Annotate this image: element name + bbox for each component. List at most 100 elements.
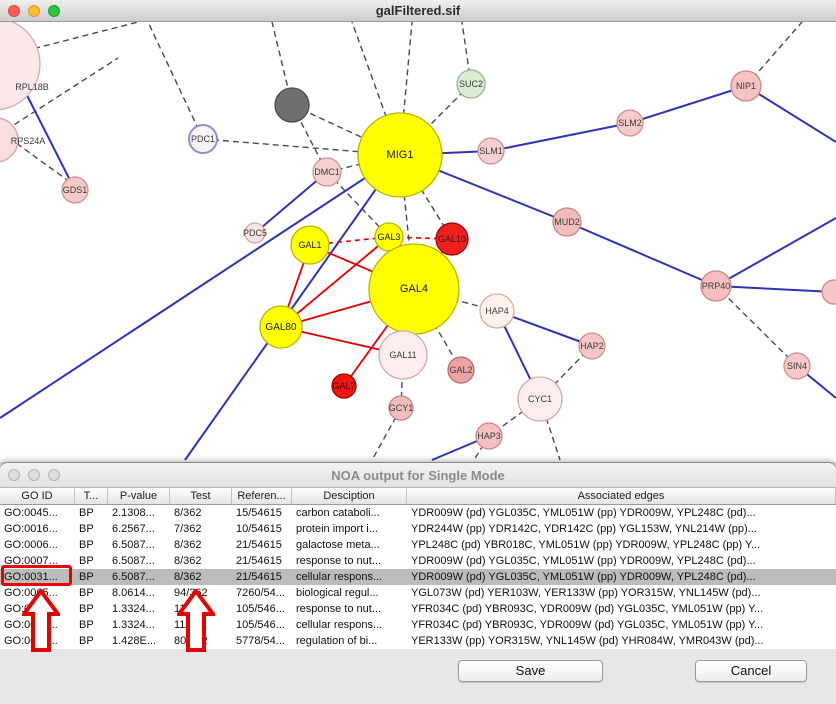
cell-edges: YFR034C (pd) YBR093C, YDR009W (pd) YGL03… — [411, 619, 764, 631]
network-node-GAL7[interactable]: GAL7 — [331, 373, 357, 399]
node-circle — [616, 109, 644, 137]
network-node-SLM2[interactable]: SLM2 — [616, 109, 644, 137]
network-node-DMC1[interactable]: DMC1 — [312, 157, 342, 187]
node-circle — [578, 332, 606, 360]
network-window-titlebar: galFiltered.sif — [0, 0, 836, 22]
network-edge — [254, 171, 328, 234]
cell-edges: YGL073W (pd) YER103W, YER133W (pp) YOR31… — [411, 587, 761, 599]
network-node-RPS24A[interactable]: RPS24A — [0, 117, 46, 163]
network-node-GDS1[interactable]: GDS1 — [61, 176, 89, 204]
network-edge — [280, 236, 390, 328]
column-header-type[interactable]: T... — [75, 488, 108, 504]
zoom-button[interactable] — [48, 4, 60, 17]
annotation-highlight-box — [1, 565, 72, 586]
zoom-button-inactive[interactable] — [48, 469, 60, 481]
column-header-reference[interactable]: Referen... — [232, 488, 292, 504]
network-node-HAP3[interactable]: HAP3 — [475, 422, 503, 450]
column-header-go_id[interactable]: GO ID — [0, 488, 75, 504]
network-node-HAP2[interactable]: HAP2 — [578, 332, 606, 360]
network-node-SIN4[interactable]: SIN4 — [783, 352, 811, 380]
cell-test: 8/362 — [174, 507, 202, 519]
network-node-big-pale[interactable]: RPL18B — [0, 22, 49, 111]
network-node-GAL11[interactable]: GAL11 — [378, 330, 428, 380]
network-node-PDC5[interactable]: PDC5 — [243, 222, 267, 244]
node-circle — [259, 305, 303, 349]
minimize-button[interactable] — [28, 4, 40, 17]
network-node-SUC2[interactable]: SUC2 — [456, 69, 486, 99]
network-node-label: HAP4 — [485, 306, 509, 316]
cell-reference: 5778/54... — [236, 635, 285, 647]
cell-reference: 10/54615 — [236, 523, 282, 535]
node-circle — [244, 222, 266, 244]
table-row[interactable]: GO:0050...BP1.428E...80/3625778/54...reg… — [0, 633, 836, 649]
network-node-label: GAL4 — [400, 283, 428, 295]
cell-type: BP — [79, 539, 94, 551]
cell-reference: 15/54615 — [236, 507, 282, 519]
network-node-label: GAL11 — [389, 350, 416, 360]
network-node-GAL2[interactable]: GAL2 — [447, 356, 475, 384]
network-node-HAP4[interactable]: HAP4 — [479, 293, 515, 329]
network-node-GCY1[interactable]: GCY1 — [388, 395, 414, 421]
column-header-description[interactable]: Desciption — [292, 488, 407, 504]
cell-description: cellular respons... — [296, 571, 383, 583]
cancel-button[interactable]: Cancel — [695, 660, 807, 682]
network-node-gray-node[interactable] — [274, 87, 310, 123]
close-button-inactive[interactable] — [8, 469, 20, 481]
column-header-edges[interactable]: Associated edges — [407, 488, 836, 504]
noa-window-title: NOA output for Single Mode — [331, 467, 505, 483]
minimize-button-inactive[interactable] — [28, 469, 40, 481]
network-node-label: HAP3 — [477, 431, 501, 441]
network-node-GAL4[interactable]: GAL4 — [368, 243, 460, 335]
network-node-SLM1[interactable]: SLM1 — [477, 137, 505, 165]
network-node-label: MUD2 — [554, 217, 580, 227]
network-window-title: galFiltered.sif — [375, 2, 461, 18]
network-node-label: PDC1 — [191, 134, 215, 144]
column-header-test[interactable]: Test — [170, 488, 232, 504]
network-node-label: RPS24A — [11, 136, 46, 146]
node-circle — [188, 124, 218, 154]
network-node-edge-node[interactable] — [821, 279, 836, 305]
network-node-CYC1[interactable]: CYC1 — [517, 376, 563, 422]
cell-reference: 21/54615 — [236, 555, 282, 567]
up-arrow-icon — [22, 589, 60, 652]
node-circle — [783, 352, 811, 380]
network-node-MIG1[interactable]: MIG1 — [357, 112, 443, 198]
network-node-label: SLM1 — [479, 146, 503, 156]
up-arrow-icon — [177, 589, 215, 652]
cell-edges: YDR009W (pd) YGL035C, YML051W (pp) YDR00… — [411, 571, 756, 583]
network-node-PRP40[interactable]: PRP40 — [700, 270, 732, 302]
cell-reference: 105/546... — [236, 619, 285, 631]
network-node-label: CYC1 — [528, 394, 552, 404]
network-node-GAL1[interactable]: GAL1 — [290, 225, 330, 265]
close-button[interactable] — [8, 4, 20, 17]
cell-reference: 7260/54... — [236, 587, 285, 599]
network-edge — [715, 217, 836, 287]
network-node-NIP1[interactable]: NIP1 — [730, 70, 762, 102]
cell-description: biological regul... — [296, 587, 379, 599]
column-header-p_value[interactable]: P-value — [108, 488, 170, 504]
network-node-label: GCY1 — [389, 403, 414, 413]
network-node-label: NIP1 — [736, 81, 756, 91]
network-node-GAL80[interactable]: GAL80 — [259, 305, 303, 349]
cell-p_value: 8.0614... — [112, 587, 155, 599]
network-edge — [0, 154, 401, 419]
network-node-MUD2[interactable]: MUD2 — [552, 207, 582, 237]
network-node-label: RPL18B — [15, 82, 49, 92]
save-button[interactable]: Save — [458, 660, 603, 682]
node-circle — [312, 157, 342, 187]
table-row[interactable]: GO:0031...BP1.3324...11/362105/546...res… — [0, 601, 836, 617]
network-node-PDC1[interactable]: PDC1 — [188, 124, 218, 154]
cell-edges: YDR244W (pp) YDR142C, YDR142C (pp) YGL15… — [411, 523, 757, 535]
network-node-label: GAL10 — [438, 234, 466, 244]
network-node-GAL10[interactable]: GAL10 — [435, 222, 469, 256]
network-node-label: GAL7 — [332, 381, 355, 391]
table-row[interactable]: GO:0031...BP1.3324...11/362105/546...cel… — [0, 617, 836, 633]
